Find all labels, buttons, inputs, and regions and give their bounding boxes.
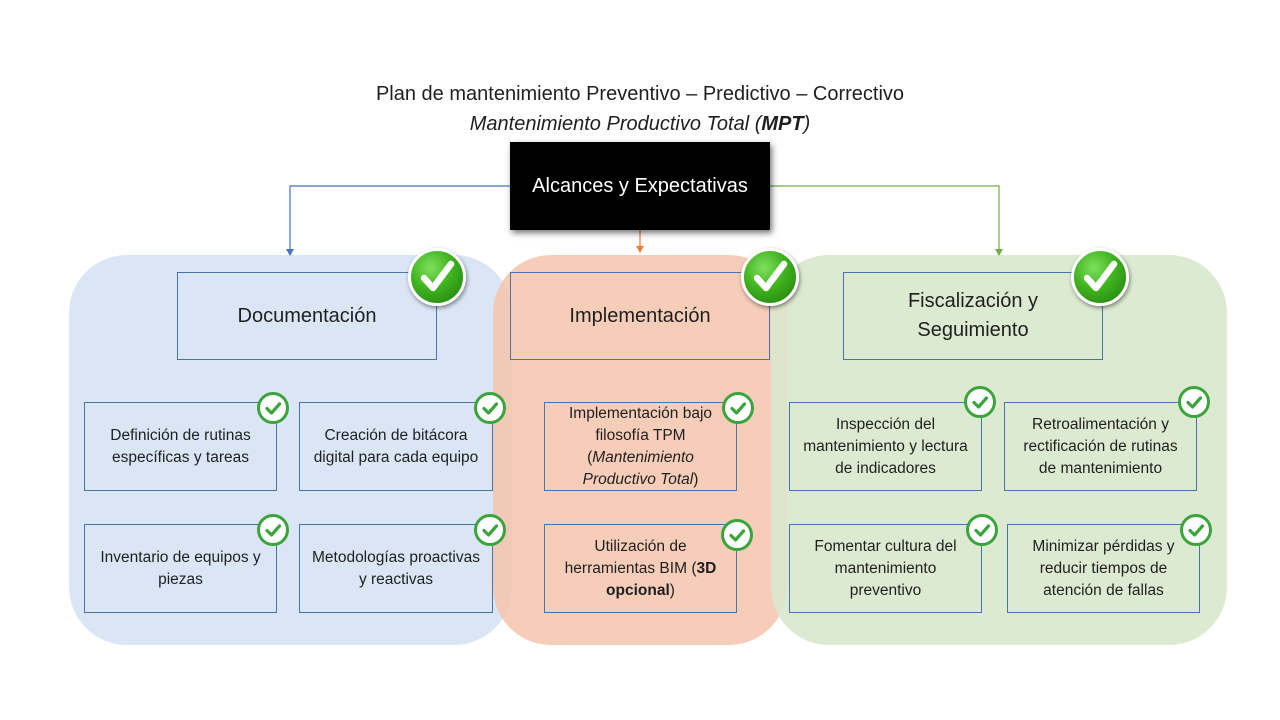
impl-item-bim: Utilización de herramientas BIM (3D opci…: [544, 524, 737, 613]
arrowhead-implementacion: [636, 246, 644, 253]
fiscalizacion-panel: [771, 255, 1227, 645]
check-badge-icon: [1071, 248, 1129, 306]
connector-fiscalizacion: [770, 185, 1000, 250]
check-circle-icon: [1178, 386, 1210, 418]
check-badge-icon: [408, 248, 466, 306]
documentacion-header: Documentación: [177, 272, 437, 360]
check-circle-icon: [721, 519, 753, 551]
check-circle-icon: [722, 392, 754, 424]
fisc-item-cultura: Fomentar cultura del mantenimiento preve…: [789, 524, 982, 613]
alcances-expectativas-box: Alcances y Expectativas: [510, 142, 770, 230]
check-circle-icon: [257, 392, 289, 424]
connector-documentacion: [289, 185, 510, 250]
check-circle-icon: [257, 514, 289, 546]
diagram-title: Plan de mantenimiento Preventivo – Predi…: [375, 83, 905, 105]
fisc-item-retroalimentacion: Retroalimentación y rectificación de rut…: [1004, 402, 1197, 491]
arrowhead-fiscalizacion: [995, 249, 1003, 256]
check-circle-icon: [474, 392, 506, 424]
arrowhead-documentacion: [286, 249, 294, 256]
implementacion-header: Implementación: [510, 272, 770, 360]
fisc-item-minimizar: Minimizar pérdidas y reducir tiempos de …: [1007, 524, 1200, 613]
diagram-subtitle: Mantenimiento Productivo Total (MPT): [469, 113, 811, 135]
fisc-item-inspeccion: Inspección del mantenimiento y lectura d…: [789, 402, 982, 491]
doc-item-metodologias: Metodologías proactivas y reactivas: [299, 524, 493, 613]
check-circle-icon: [966, 514, 998, 546]
check-circle-icon: [1180, 514, 1212, 546]
documentacion-panel: [69, 255, 512, 645]
implementacion-panel: [493, 255, 787, 645]
check-circle-icon: [474, 514, 506, 546]
check-badge-icon: [741, 248, 799, 306]
check-circle-icon: [964, 386, 996, 418]
doc-item-rutinas: Definición de rutinas específicas y tare…: [84, 402, 277, 491]
doc-item-bitacora: Creación de bitácora digital para cada e…: [299, 402, 493, 491]
impl-item-tpm: Implementación bajo filosofía TPM (Mante…: [544, 402, 737, 491]
doc-item-inventario: Inventario de equipos y piezas: [84, 524, 277, 613]
